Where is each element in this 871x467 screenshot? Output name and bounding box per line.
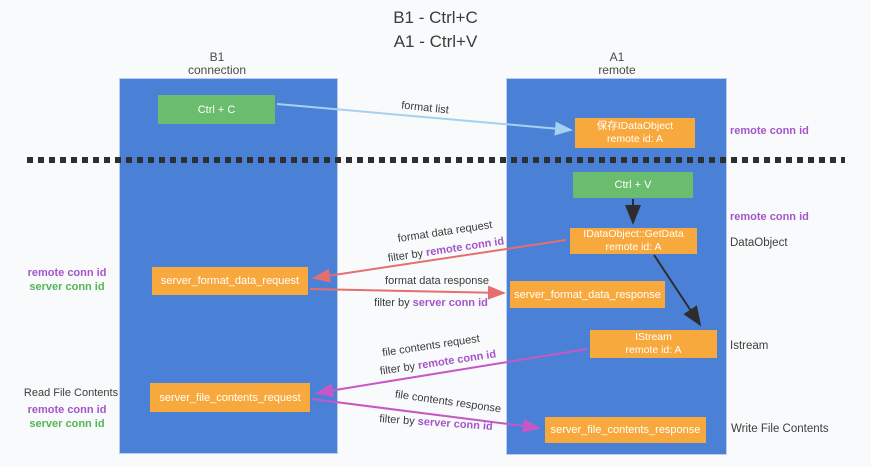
format-list-arrow — [276, 103, 573, 136]
server-file-contents-request-node: server_file_contents_request — [150, 383, 310, 412]
idataobject-getdata-line2: remote id: A — [605, 241, 662, 253]
file-contents-response-arrow — [311, 398, 541, 433]
dataobject-annotation: DataObject — [730, 237, 788, 249]
istream-line2: remote id: A — [625, 344, 682, 356]
istream-annotation: Istream — [730, 340, 769, 352]
lane-a1-role: remote — [598, 63, 636, 77]
save-idataobject-line2: remote id: A — [606, 133, 664, 145]
server-conn-id-value: server conn id — [412, 297, 488, 309]
lane-header-b1: B1 connection — [157, 51, 277, 77]
remote-conn-id-annotation-bottom: remote conn id — [27, 404, 107, 416]
left-conn-id-block-bottom: remote conn id server conn id — [14, 403, 120, 431]
idataobject-getdata-line1: IDataObject::GetData — [583, 228, 684, 240]
title-line-1: B1 - Ctrl+C — [393, 8, 478, 27]
server-file-contents-request-label: server_file_contents_request — [159, 391, 301, 404]
server-format-data-response-node: server_format_data_response — [510, 281, 665, 308]
server-format-data-response-label: server_format_data_response — [514, 288, 661, 301]
file-contents-request-arrow — [315, 348, 588, 398]
read-file-contents-annotation: Read File Contents — [23, 387, 119, 399]
left-conn-id-block-mid: remote conn id server conn id — [14, 266, 120, 294]
istream-node: IStream remote id: A — [590, 330, 717, 358]
server-format-data-request-node: server_format_data_request — [152, 267, 308, 295]
lane-a1-name: A1 — [609, 50, 625, 64]
dashed-divider-line — [27, 157, 845, 163]
remote-conn-id-annotation-left: remote conn id — [27, 267, 107, 279]
write-file-contents-annotation: Write File Contents — [731, 423, 829, 435]
ctrl-v-label: Ctrl + V — [614, 179, 652, 191]
ctrl-c-label: Ctrl + C — [197, 103, 236, 116]
save-idataobject-line1: 保存IDataObject — [596, 120, 674, 132]
title-line-2: A1 - Ctrl+V — [393, 32, 478, 51]
istream-line1: IStream — [635, 331, 672, 343]
server-file-contents-response-label: server_file_contents_response — [550, 424, 701, 436]
getdata-to-istream-arrow — [653, 254, 702, 327]
format-data-response-label: format data response — [385, 275, 489, 287]
server-file-contents-response-node: server_file_contents_response — [545, 417, 706, 443]
remote-conn-id-annotation-top: remote conn id — [730, 125, 809, 137]
format-data-request-arrow — [312, 239, 567, 283]
ctrl-v-node: Ctrl + V — [573, 172, 693, 198]
server-conn-id-annotation-left: server conn id — [29, 281, 105, 293]
format-data-response-arrow — [309, 285, 506, 300]
lane-b1-name: B1 — [209, 50, 225, 64]
server-conn-id-annotation-bottom: server conn id — [29, 418, 105, 430]
ctrl-c-node: Ctrl + C — [158, 95, 275, 124]
lane-b1-role: connection — [187, 63, 247, 77]
filter-by-text: filter by — [374, 297, 413, 309]
remote-conn-id-annotation-mid: remote conn id — [730, 211, 809, 223]
format-data-response-filter: filter by server conn id — [374, 297, 488, 309]
idataobject-getdata-node: IDataObject::GetData remote id: A — [570, 228, 697, 254]
lane-header-a1: A1 remote — [557, 51, 677, 77]
diagram-title: B1 - Ctrl+C A1 - Ctrl+V — [0, 6, 871, 54]
save-idataobject-node: 保存IDataObject remote id: A — [575, 118, 695, 148]
server-format-data-request-label: server_format_data_request — [160, 275, 300, 287]
